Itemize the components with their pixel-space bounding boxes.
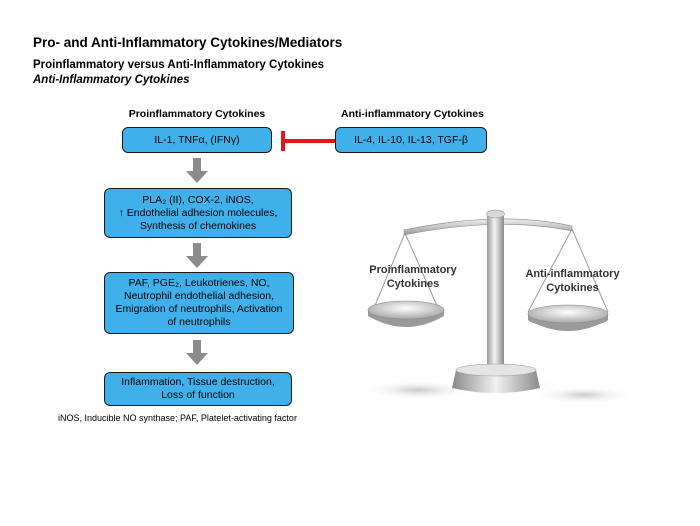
subtitle: Proinflammatory versus Anti-Inflammatory… (33, 59, 324, 71)
inhibition-arrow (281, 131, 335, 151)
anti-cytokines-box: IL-4, IL-10, IL-13, TGF-β (335, 127, 487, 153)
pro-cytokines-text: IL-1, TNFα, (IFNγ) (154, 133, 240, 146)
down-arrow-icon (186, 243, 208, 268)
mediators-line: PLA₂ (II), COX-2, iNOS, (142, 193, 254, 206)
down-arrow-icon (186, 340, 208, 365)
mediators-box-2: PAF, PGE₂, Leukotrienes, NO, Neutrophil … (104, 272, 294, 334)
scale-left-label: Proinflammatory Cytokines (358, 263, 468, 291)
mediators-box-1: PLA₂ (II), COX-2, iNOS, ↑ Endothelial ad… (104, 188, 292, 238)
scale-left-label-line: Cytokines (386, 278, 440, 290)
mediators-line: Emigration of neutrophils, Activation (115, 303, 283, 315)
outcome-box: Inflammation, Tissue destruction, Loss o… (104, 372, 292, 406)
pro-cytokines-box: IL-1, TNFα, (IFNγ) (122, 127, 272, 153)
anti-header: Anti-inflammatory Cytokines (341, 108, 484, 120)
scale-left-label-line: Proinflammatory (369, 264, 457, 276)
scale-right-label: Anti-inflammatory Cytokines (515, 267, 630, 295)
mediators-line: of neutrophils (167, 316, 231, 328)
balance-scale-icon (363, 209, 634, 404)
scale-right-label-line: Anti-inflammatory (525, 268, 620, 280)
pro-header: Proinflammatory Cytokines (128, 108, 266, 120)
mediators-line: Synthesis of chemokines (139, 219, 257, 232)
anti-cytokines-text: IL-4, IL-10, IL-13, TGF-β (354, 133, 468, 146)
down-arrow-icon (186, 158, 208, 183)
mediators-line: PAF, PGE₂, Leukotrienes, NO, (128, 277, 270, 289)
mediators-line: Neutrophil endothelial adhesion, (123, 290, 275, 302)
outcome-line: Loss of function (161, 389, 235, 401)
page-title: Pro- and Anti-Inflammatory Cytokines/Med… (33, 35, 343, 50)
footnote: iNOS, Inducible NO synthase; PAF, Platel… (58, 413, 297, 423)
scale-right-label-line: Cytokines (546, 282, 599, 294)
subtitle-italic: Anti-Inflammatory Cytokines (33, 74, 190, 86)
mediators-line: ↑ Endothelial adhesion molecules, (118, 206, 278, 219)
outcome-line: Inflammation, Tissue destruction, (121, 376, 275, 388)
